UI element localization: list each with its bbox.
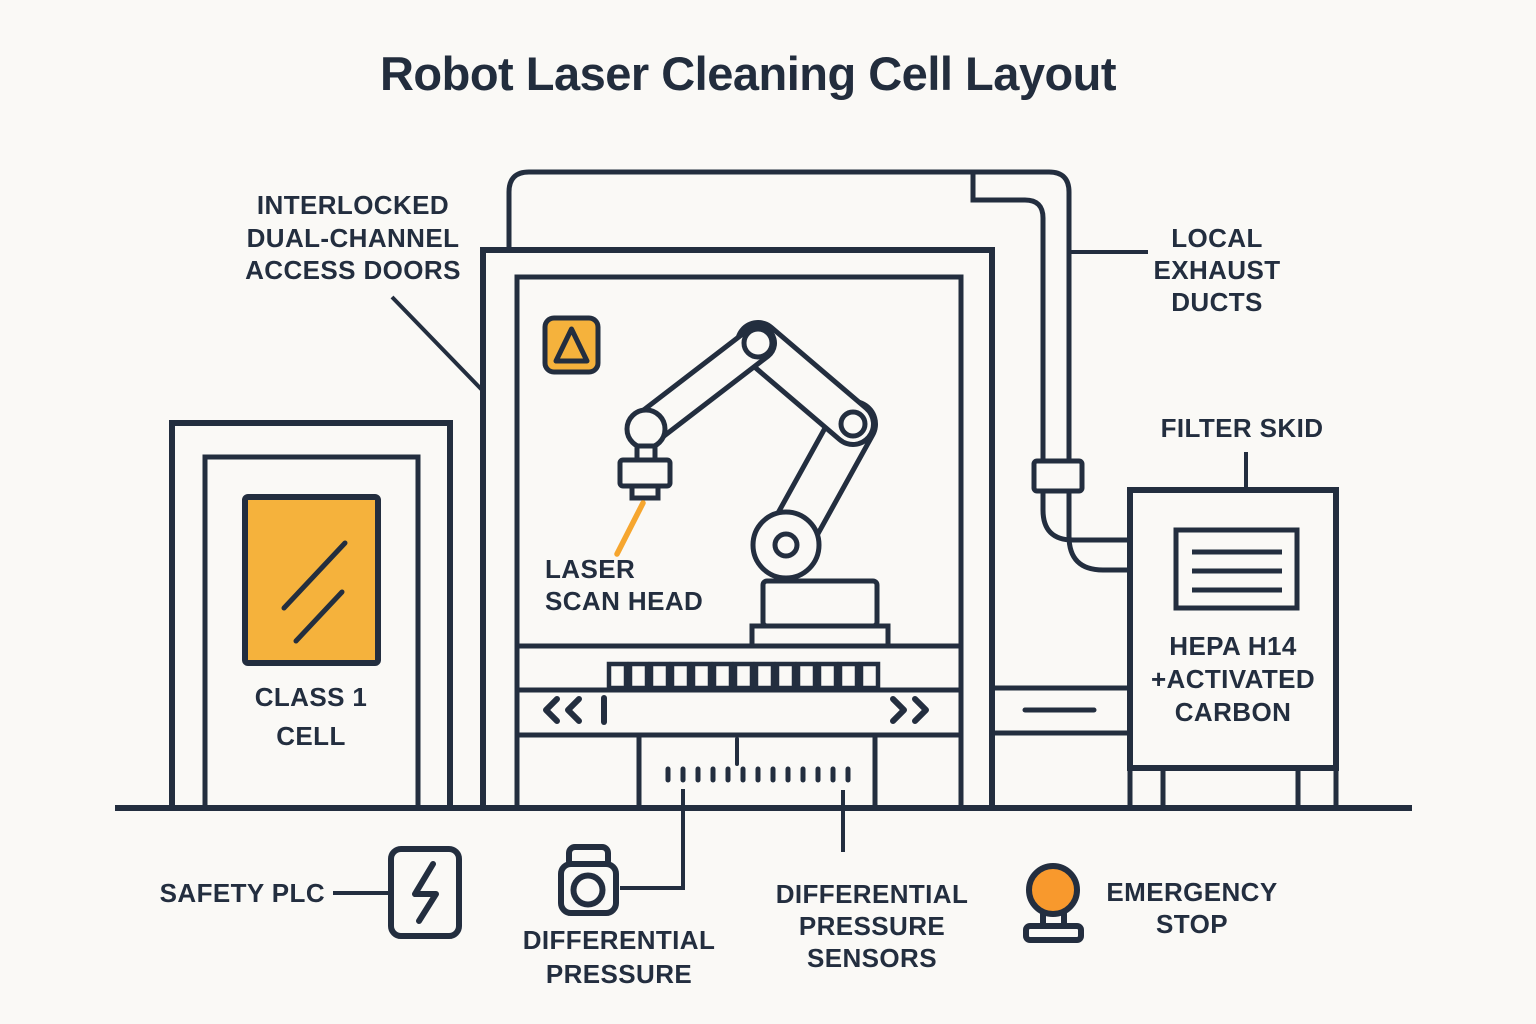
exhaust-ducts-label-line2: EXHAUST: [1153, 255, 1280, 285]
warning-sign-plate: [542, 315, 601, 375]
access-doors-line3: ACCESS DOORS: [245, 255, 461, 285]
safety-plc-label: SAFETY PLC: [160, 878, 325, 908]
robot-wrist-joint: [624, 407, 668, 451]
robot-link-upper-fill: [740, 325, 871, 442]
pressure-ports: [665, 737, 851, 783]
robot-base-pedestal: [760, 578, 880, 629]
dp-sensors-line3: SENSORS: [807, 943, 937, 973]
class1-label-line2: CELL: [276, 721, 345, 751]
laser-label-line2: SCAN HEAD: [545, 586, 703, 616]
filter-skid: HEPA H14 +ACTIVATED CARBON: [1127, 487, 1339, 808]
filter-grille-frame: [1173, 527, 1300, 611]
exhaust-duct: [506, 169, 1131, 573]
robot-base-plate: [749, 623, 891, 649]
page-title: Robot Laser Cleaning Cell Layout: [380, 47, 1117, 100]
filter-skid-legs: [1127, 768, 1339, 808]
warning-triangle-icon: [553, 326, 590, 364]
estop-mushroom-button-icon: [1026, 863, 1080, 917]
access-doors-label: INTERLOCKED DUAL-CHANNEL ACCESS DOORS: [245, 190, 461, 285]
robot-elbow-axis: [838, 409, 868, 439]
lightning-bolt-icon: [412, 861, 439, 924]
dp-sensors-line2: PRESSURE: [799, 911, 945, 941]
robot-arm: [614, 320, 891, 649]
slat-row: [606, 661, 881, 691]
dp-sensor-lens: [570, 872, 606, 908]
duct-flange: [1031, 458, 1085, 494]
duct-outer-line: [506, 169, 1131, 573]
exhaust-ducts-label-line3: DUCTS: [1171, 287, 1263, 317]
filter-skid-cabinet: [1127, 487, 1339, 771]
dp-leader-line: [620, 789, 685, 890]
emergency-stop: EMERGENCY STOP: [1023, 863, 1277, 943]
exhaust-ducts-label: LOCAL EXHAUST DUCTS: [1153, 223, 1280, 317]
estop-label-line1: EMERGENCY: [1106, 877, 1277, 907]
filter-skid-label: FILTER SKID: [1161, 413, 1324, 443]
differential-pressure: DIFFERENTIAL PRESSURE: [523, 789, 716, 989]
transfer-passage: [992, 685, 1130, 736]
estop-label-line2: STOP: [1156, 909, 1228, 939]
hepa-label-line1: HEPA H14: [1169, 631, 1297, 661]
laser-scan-head-label: LASER SCAN HEAD: [545, 554, 703, 616]
access-doors-line2: DUAL-CHANNEL: [247, 223, 460, 253]
hepa-label-line3: CARBON: [1175, 697, 1292, 727]
laser-beam: [614, 500, 646, 557]
robot-forearm-fill: [632, 329, 772, 443]
dp-label-line2: PRESSURE: [546, 959, 692, 989]
safety-plc: SAFETY PLC: [160, 846, 462, 939]
dp-sensors: DIFFERENTIAL PRESSURE SENSORS: [776, 790, 969, 973]
conveyor: [543, 661, 929, 725]
warning-sign: [542, 315, 601, 375]
dp-sensors-line1: DIFFERENTIAL: [776, 879, 969, 909]
hepa-label-line2: +ACTIVATED: [1151, 664, 1315, 694]
robot-top-joint-axis: [741, 326, 775, 360]
filter-grille-icon: [1192, 549, 1282, 593]
duct-inner-line: [970, 174, 1131, 543]
laser-label-line1: LASER: [545, 554, 635, 584]
laser-scan-head: [617, 457, 673, 489]
scan-head-nozzle: [629, 483, 661, 501]
access-doors-line1: INTERLOCKED: [257, 190, 449, 220]
access-doors-leader-line: [390, 295, 485, 393]
robot-shoulder-axis: [772, 531, 800, 559]
exhaust-ducts-label-line1: LOCAL: [1171, 223, 1263, 253]
chevrons-right-icon: [890, 696, 929, 724]
class1-label-line1: CLASS 1: [255, 682, 368, 712]
dp-label-line1: DIFFERENTIAL: [523, 925, 716, 955]
window-glare-lines: [281, 540, 348, 644]
estop-base: [1023, 923, 1084, 943]
chevrons-left-icon: [543, 696, 582, 724]
